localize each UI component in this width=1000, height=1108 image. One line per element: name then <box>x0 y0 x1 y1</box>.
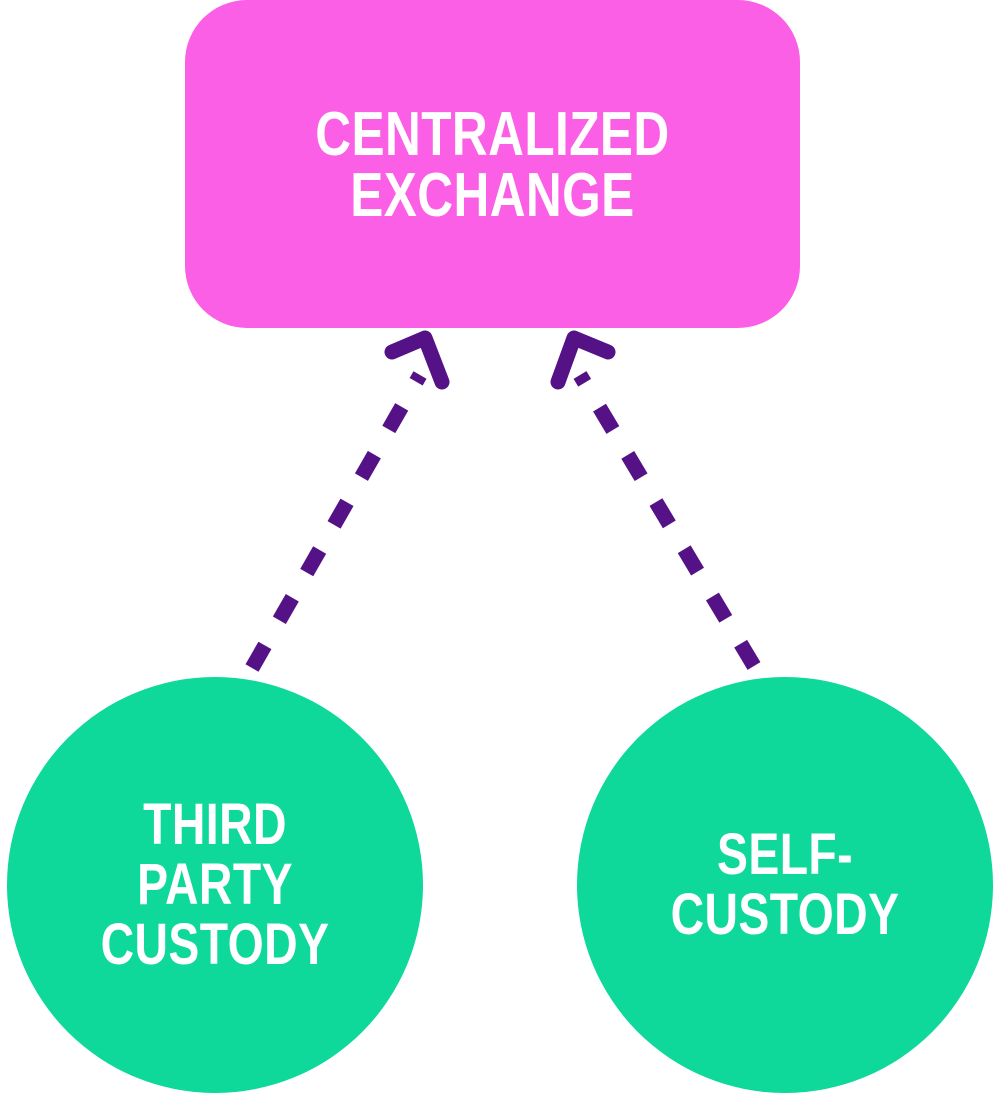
edge-third-party-to-exchange <box>245 371 427 672</box>
node-self-custody-label: SELF- CUSTODY <box>670 821 900 947</box>
node-third-party-custody[interactable]: THIRD PARTY CUSTODY <box>7 677 423 1093</box>
node-third-party-custody-label: THIRD PARTY CUSTODY <box>100 791 330 978</box>
node-centralized-exchange-label: CENTRALIZED EXCHANGE <box>315 100 670 230</box>
edge-self-custody-to-exchange <box>573 371 761 670</box>
arrowhead-self-custody-to-exchange-icon <box>550 330 616 390</box>
node-self-custody[interactable]: SELF- CUSTODY <box>577 677 993 1093</box>
node-centralized-exchange[interactable]: CENTRALIZED EXCHANGE <box>185 0 800 328</box>
arrowhead-third-party-to-exchange-icon <box>384 330 450 390</box>
